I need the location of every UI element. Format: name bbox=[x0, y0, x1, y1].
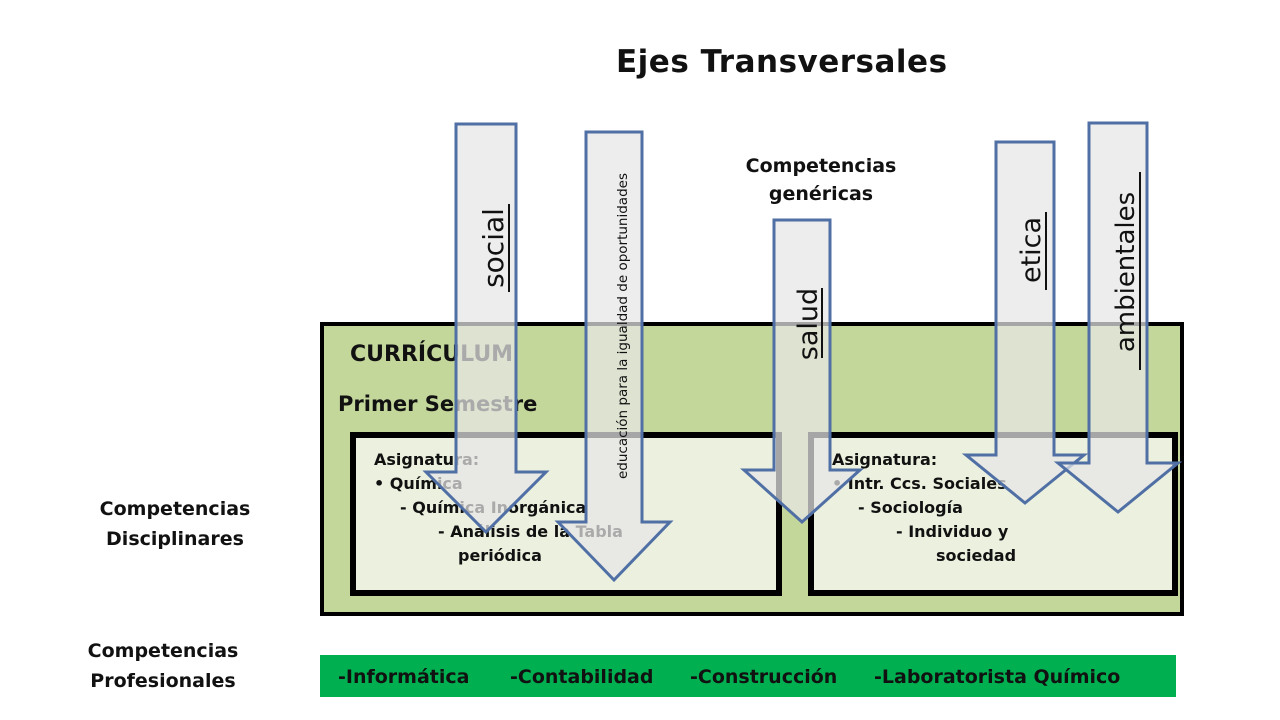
disciplinary-competencies-label: Competencias Disciplinares bbox=[52, 494, 298, 554]
diagram-title: Ejes Transversales bbox=[616, 44, 948, 80]
arrow-shape bbox=[1053, 121, 1183, 514]
disciplinary-line-2: Disciplinares bbox=[106, 528, 244, 550]
subject-subitem: - Sociología bbox=[858, 498, 963, 517]
arrow-shape bbox=[740, 218, 864, 525]
axis-label: educación para la igualdad de oportunida… bbox=[615, 173, 631, 479]
professional-competencies-label: Competencias Profesionales bbox=[40, 636, 286, 696]
subject-heading: Asignatura: bbox=[374, 450, 480, 469]
axis-arrow-health: salud bbox=[740, 218, 864, 525]
axis-arrow-social: social bbox=[422, 122, 550, 535]
professional-competencies-bar bbox=[320, 655, 1176, 697]
axis-label: salud bbox=[793, 288, 824, 360]
professional-line-2: Profesionales bbox=[90, 670, 236, 692]
professional-item: -Laboratorista Químico bbox=[874, 666, 1121, 688]
disciplinary-line-1: Competencias bbox=[99, 498, 251, 520]
generic-competencies-line-1: Competencias bbox=[745, 155, 897, 177]
subject-item: • Intr. Ccs. Sociales bbox=[832, 474, 1007, 493]
axis-label: social bbox=[477, 208, 510, 288]
professional-item: -Construcción bbox=[690, 666, 838, 688]
professional-item: -Contabilidad bbox=[510, 666, 654, 688]
subject-heading: Asignatura: bbox=[832, 450, 938, 469]
subject-topic: - Individuo y bbox=[896, 522, 1009, 541]
axis-arrow-ethics: etica bbox=[961, 140, 1089, 505]
professional-line-1: Competencias bbox=[87, 640, 239, 662]
subject-topic-continued: periódica bbox=[458, 546, 542, 565]
arrow-shape bbox=[961, 140, 1089, 505]
arrow-shape bbox=[422, 122, 550, 535]
professional-item: -Informática bbox=[338, 666, 470, 688]
axis-label: etica bbox=[1016, 217, 1047, 283]
arrow-shape bbox=[554, 130, 674, 583]
generic-competencies-label: Competencias genéricas bbox=[716, 152, 926, 208]
generic-competencies-line-2: genéricas bbox=[768, 183, 874, 205]
subject-topic-continued: sociedad bbox=[936, 546, 1017, 565]
axis-label: ambientales bbox=[1111, 192, 1141, 352]
axis-arrow-environmental: ambientales bbox=[1053, 121, 1183, 514]
axis-arrow-equal-opportunity: educación para la igualdad de oportunida… bbox=[554, 130, 674, 583]
